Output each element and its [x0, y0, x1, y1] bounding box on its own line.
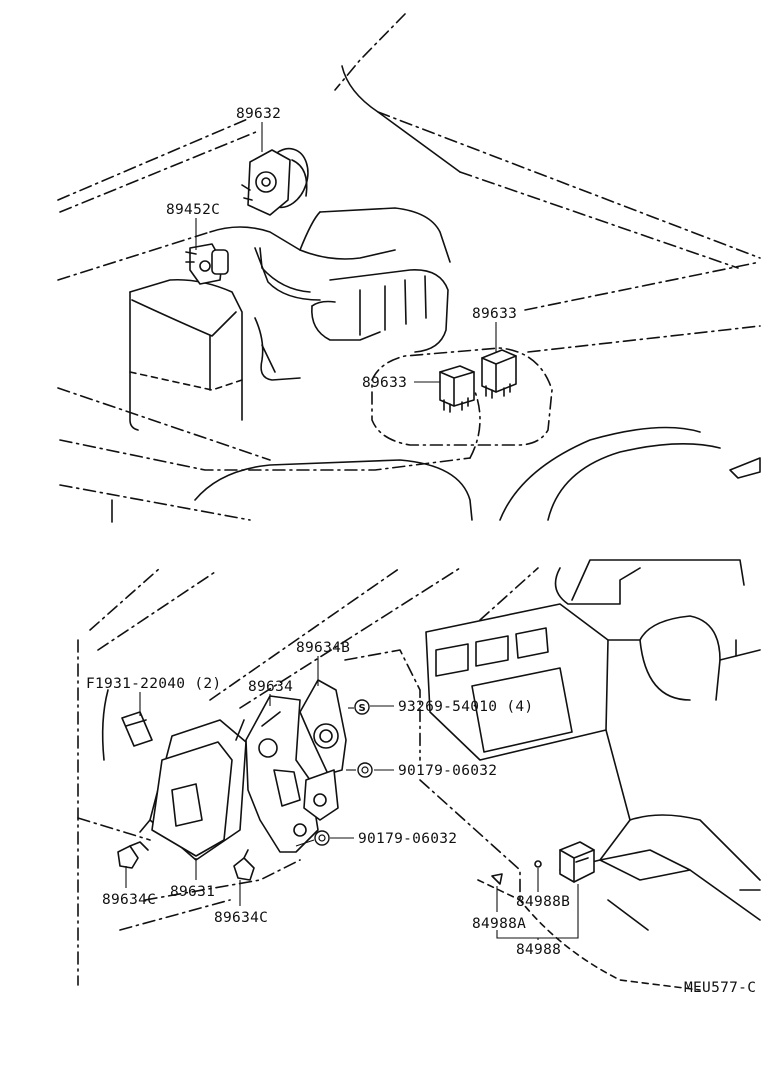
callout-89634: 89634	[248, 679, 293, 695]
callout-84988: 84988	[516, 942, 561, 958]
callout-93269-54010: 93269-54010 (4)	[398, 699, 533, 715]
callout-89632: 89632	[236, 106, 281, 122]
relay-89633-left-drawing	[439, 365, 475, 413]
part-89634-drawing	[245, 695, 319, 853]
callout-F1931-22040: F1931-22040 (2)	[86, 676, 221, 692]
leader-lines	[125, 122, 579, 940]
callout-90179-06032-upper: 90179-06032	[398, 763, 497, 779]
nut-symbol-lower	[314, 830, 330, 846]
callout-89634B: 89634B	[296, 640, 350, 656]
part-89634C-right-drawing	[233, 849, 255, 881]
dashboard-view	[77, 559, 761, 991]
diagram-code: MEU577-C	[684, 980, 756, 996]
nut-symbol-upper	[357, 762, 373, 778]
engine-bay-view	[57, 13, 761, 523]
callout-89633-right: 89633	[472, 306, 517, 322]
callout-90179-06032-lower: 90179-06032	[358, 831, 457, 847]
relay-89633-right-drawing	[481, 349, 517, 399]
part-89632-drawing	[241, 147, 309, 216]
part-89631-drawing	[139, 719, 247, 861]
svg-text:S: S	[359, 703, 366, 714]
screw-symbol: S	[354, 699, 370, 715]
part-89634C-left-drawing	[117, 841, 149, 869]
part-F1931-drawing	[121, 711, 153, 747]
callout-89634C-left: 89634C	[102, 892, 156, 908]
callout-84988A: 84988A	[472, 916, 526, 932]
callout-89633-left: 89633	[362, 375, 407, 391]
part-89452C-drawing	[185, 243, 229, 285]
callout-84988B: 84988B	[516, 894, 570, 910]
part-89634B-drawing	[299, 679, 347, 821]
callout-89452C: 89452C	[166, 202, 220, 218]
callout-labels: 89632 89452C 89633 89633 F1931-22040 (2)…	[86, 106, 756, 996]
callout-89631: 89631	[170, 884, 215, 900]
callout-89634C-right: 89634C	[214, 910, 268, 926]
part-84988-drawing	[491, 841, 595, 885]
